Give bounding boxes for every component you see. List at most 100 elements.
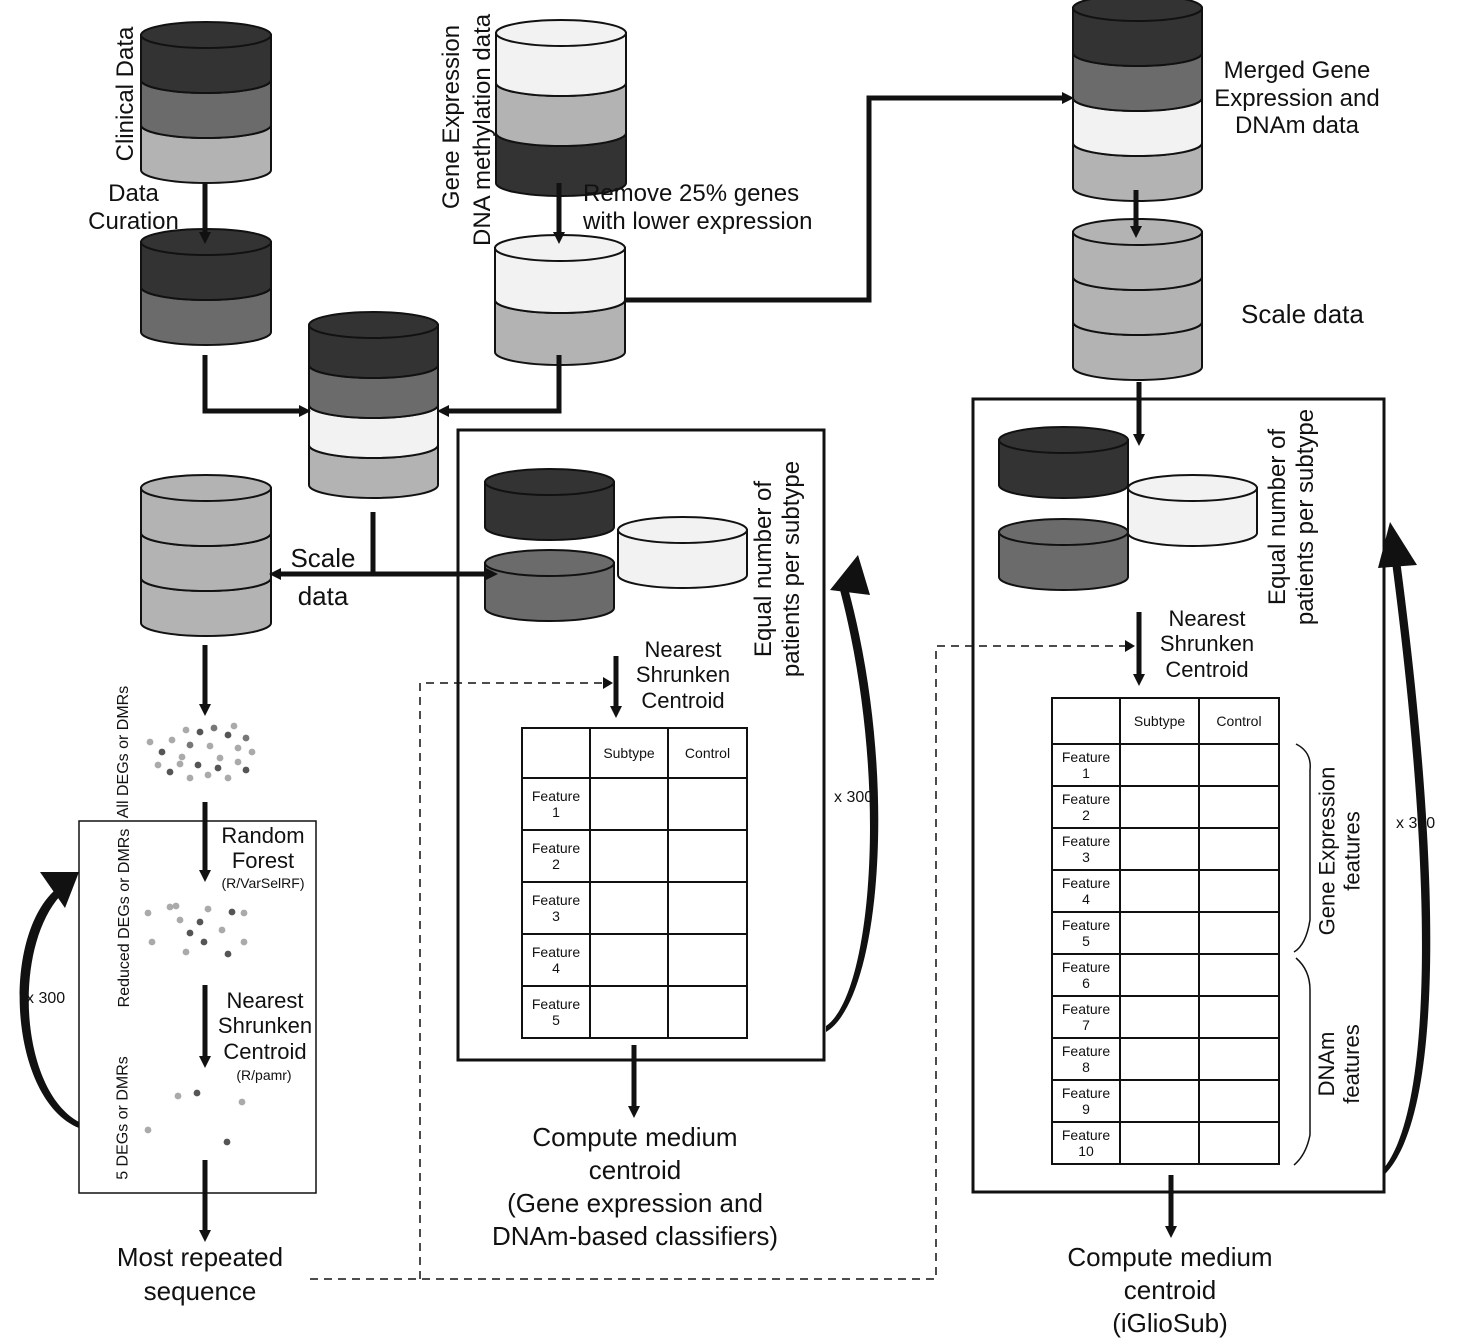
table-row: Feature 2 <box>1051 785 1280 829</box>
feature-dot <box>234 758 242 766</box>
feature-dot <box>193 1089 201 1097</box>
table-header-cell: Control <box>667 727 748 779</box>
table-row: Feature 1 <box>521 777 748 831</box>
all-degs-label: All DEGs or DMRs <box>115 685 132 819</box>
subtype-db-d-icon <box>998 426 1129 499</box>
feature-dot <box>166 903 174 911</box>
subtype-cell <box>1119 1037 1200 1081</box>
scaled-left-db-icon <box>140 474 272 637</box>
control-cell <box>667 933 748 987</box>
table-row: Feature 4 <box>521 933 748 987</box>
x300-left-label: x 300 <box>26 990 66 1007</box>
control-cell <box>667 985 748 1039</box>
data-curation-label: Data Curation <box>88 180 179 235</box>
feature-dot <box>228 908 236 916</box>
feature-dot <box>148 938 156 946</box>
subtype-cell <box>1119 1121 1200 1165</box>
control-cell <box>667 777 748 831</box>
x300-right-label: x 300 <box>1396 815 1436 832</box>
feature-cell: Feature 1 <box>1051 743 1121 787</box>
control-cell <box>1198 827 1280 871</box>
nsc-left-package: (R/pamr) <box>236 1067 292 1083</box>
table-row: Feature 7 <box>1051 995 1280 1039</box>
feature-dot <box>146 738 154 746</box>
feature-cell: Feature 3 <box>1051 827 1121 871</box>
feature-dot <box>210 724 218 732</box>
table-row: Feature 4 <box>1051 869 1280 913</box>
feature-cell: Feature 7 <box>1051 995 1121 1039</box>
control-cell <box>1198 953 1280 997</box>
feature-dot <box>206 742 214 750</box>
gene-expression-label: Gene Expression <box>438 24 465 210</box>
omics-db-icon <box>495 19 627 197</box>
table-row: Feature 2 <box>521 829 748 883</box>
compute-mid-label: Compute medium centroid (Gene expression… <box>491 1122 779 1252</box>
control-cell <box>1198 785 1280 829</box>
table-row: Feature 1 <box>1051 743 1280 787</box>
feature-cell: Feature 4 <box>521 933 591 987</box>
feature-dot <box>166 768 174 776</box>
table-row: Feature 3 <box>521 881 748 935</box>
subtype-db-a-icon <box>484 468 615 541</box>
table-row: Feature 8 <box>1051 1037 1280 1081</box>
feature-dot <box>204 771 212 779</box>
control-cell <box>1198 911 1280 955</box>
merged-db-icon <box>1072 0 1203 202</box>
feature-dot <box>216 754 224 762</box>
table-header-cell: Subtype <box>589 727 669 779</box>
feature-cell: Feature 9 <box>1051 1079 1121 1123</box>
clinical-db-icon <box>140 21 272 184</box>
loop-arrows <box>19 522 1431 1175</box>
feature-cell: Feature 1 <box>521 777 591 831</box>
table-row: Feature 6 <box>1051 953 1280 997</box>
control-cell <box>1198 1121 1280 1165</box>
feature-dot <box>186 774 194 782</box>
flow-arrows <box>199 92 1177 1242</box>
control-cell <box>667 829 748 883</box>
five-degs-label: 5 DEGs or DMRs <box>114 1056 132 1180</box>
left-loop-box <box>78 820 317 1194</box>
subtype-cell <box>1119 869 1200 913</box>
feature-dot <box>223 1138 231 1146</box>
feature-dots <box>144 722 256 1146</box>
feature-dot <box>242 766 250 774</box>
equal-mid-label: Equal number of patients per subtype <box>750 460 805 678</box>
feature-dot <box>242 734 250 742</box>
feature-cell: Feature 2 <box>521 829 591 883</box>
control-cell <box>1198 1037 1280 1081</box>
feature-dot <box>174 1092 182 1100</box>
feature-dot <box>186 741 194 749</box>
feature-dot <box>240 938 248 946</box>
nsc-mid-label: Nearest Shrunken Centroid <box>635 637 731 713</box>
scaled-right-db-icon <box>1072 218 1203 381</box>
feature-dot <box>240 909 248 917</box>
feature-dot <box>172 902 180 910</box>
feature-dot <box>196 918 204 926</box>
table-row: Feature 9 <box>1051 1079 1280 1123</box>
feature-dot <box>194 761 202 769</box>
table-header-cell: Control <box>1198 697 1280 745</box>
nsc-left-label: Nearest Shrunken Centroid <box>217 988 313 1064</box>
gene-features-label: Gene Expression features <box>1314 766 1365 936</box>
subtype-cell <box>589 777 669 831</box>
random-forest-label: Random Forest <box>221 823 305 874</box>
feature-dot <box>176 916 184 924</box>
feature-cell: Feature 4 <box>1051 869 1121 913</box>
feature-dot <box>182 948 190 956</box>
equal-right-label: Equal number of patients per subtype <box>1264 408 1319 626</box>
feature-cell: Feature 5 <box>1051 911 1121 955</box>
remove-genes-label: Remove 25% genes with lower expression <box>583 180 813 235</box>
subtype-cell <box>1119 785 1200 829</box>
merged-data-label: Merged Gene Expression and DNAm data <box>1214 57 1380 140</box>
subtype-cell <box>589 881 669 935</box>
feature-dot <box>224 950 232 958</box>
table-row: Feature 5 <box>521 985 748 1039</box>
combined-db-icon <box>308 311 439 499</box>
table-row: Feature 3 <box>1051 827 1280 871</box>
subtype-db-f-icon <box>1127 474 1258 547</box>
table-header-cell: Subtype <box>1119 697 1200 745</box>
nsc-right-label: Nearest Shrunken Centroid <box>1159 606 1255 682</box>
